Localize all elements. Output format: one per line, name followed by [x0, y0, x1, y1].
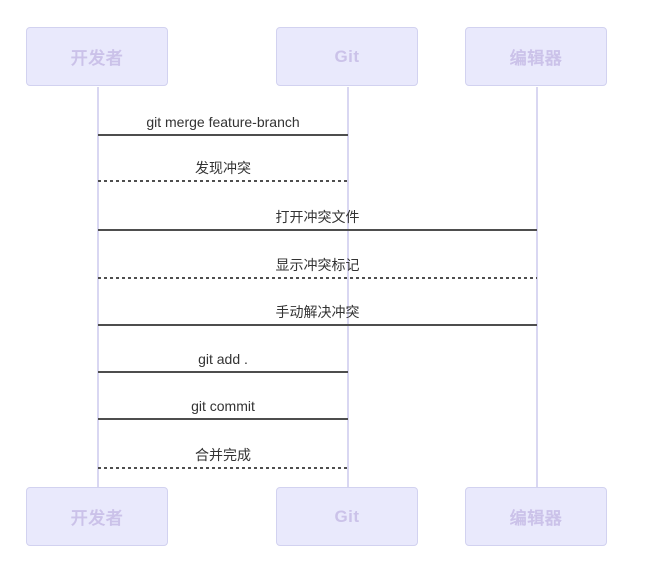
- actor-editor-bottom: 编辑器: [465, 487, 607, 546]
- actor-editor-label: 编辑器: [509, 49, 563, 68]
- actor-developer-bottom: 开发者: [26, 487, 168, 546]
- message-git-merge: git merge feature-branch: [98, 112, 348, 136]
- message-text: git merge feature-branch: [146, 114, 300, 130]
- message-line-dashed: [98, 467, 348, 469]
- message-line-dashed: [98, 277, 537, 279]
- message-text: git commit: [191, 398, 255, 414]
- actor-editor-label: 编辑器: [509, 509, 563, 528]
- message-git-commit: git commit: [98, 396, 348, 420]
- message-text: 打开冲突文件: [275, 209, 360, 225]
- actor-git-label: Git: [334, 46, 360, 66]
- message-merge-complete: 合并完成: [98, 445, 348, 469]
- message-text: 显示冲突标记: [275, 257, 360, 273]
- message-line-solid: [98, 324, 537, 326]
- message-git-add: git add .: [98, 349, 348, 373]
- message-line-solid: [98, 134, 348, 136]
- actor-editor-top: 编辑器: [465, 27, 607, 86]
- message-text: 发现冲突: [195, 160, 251, 176]
- lifeline-git: [347, 87, 349, 487]
- actor-git-bottom: Git: [276, 487, 418, 546]
- actor-developer-label: 开发者: [70, 509, 124, 528]
- actor-git-label: Git: [334, 506, 360, 526]
- message-line-solid: [98, 371, 348, 373]
- actor-git-top: Git: [276, 27, 418, 86]
- lifeline-developer: [97, 87, 99, 487]
- message-open-conflict-file: 打开冲突文件: [98, 207, 537, 231]
- actor-developer-label: 开发者: [70, 49, 124, 68]
- message-line-dashed: [98, 180, 348, 182]
- message-line-solid: [98, 229, 537, 231]
- message-show-conflict-markers: 显示冲突标记: [98, 255, 537, 279]
- message-text: 手动解决冲突: [275, 304, 360, 320]
- message-conflict-found: 发现冲突: [98, 158, 348, 182]
- message-resolve-manually: 手动解决冲突: [98, 302, 537, 326]
- message-line-solid: [98, 418, 348, 420]
- message-text: 合并完成: [195, 447, 251, 463]
- actor-developer-top: 开发者: [26, 27, 168, 86]
- lifeline-editor: [536, 87, 538, 487]
- message-text: git add .: [198, 351, 248, 367]
